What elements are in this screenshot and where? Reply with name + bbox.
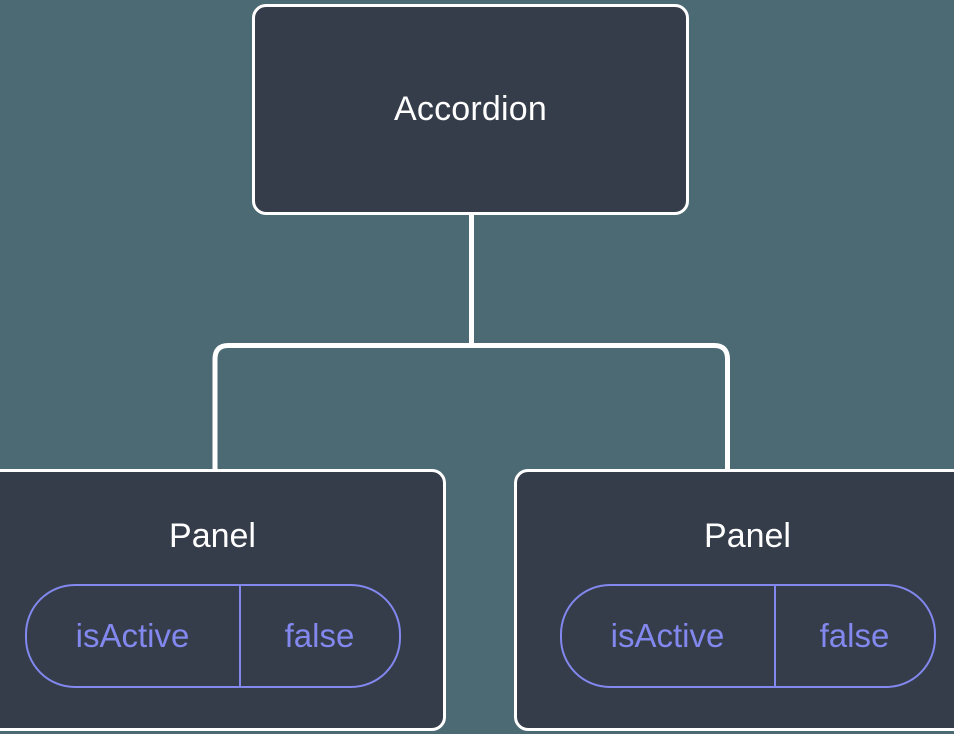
node-accordion[interactable]: Accordion <box>252 4 689 215</box>
state-badge-divider <box>238 586 241 687</box>
state-badge-panel-1[interactable]: isActive false <box>24 584 401 689</box>
state-badge-key: isActive <box>75 617 190 655</box>
node-panel-1[interactable]: Panel isActive false <box>0 469 446 731</box>
state-badge-panel-2[interactable]: isActive false <box>559 584 936 689</box>
state-badge-divider <box>773 586 776 687</box>
node-accordion-label: Accordion <box>394 89 547 128</box>
state-badge-value: false <box>819 617 890 655</box>
state-badge-value: false <box>284 617 355 655</box>
node-panel-1-label: Panel <box>169 517 256 555</box>
node-panel-2-label: Panel <box>704 517 791 555</box>
state-badge-key: isActive <box>610 617 725 655</box>
node-panel-2[interactable]: Panel isActive false <box>514 469 954 731</box>
edge-branches <box>212 343 730 471</box>
